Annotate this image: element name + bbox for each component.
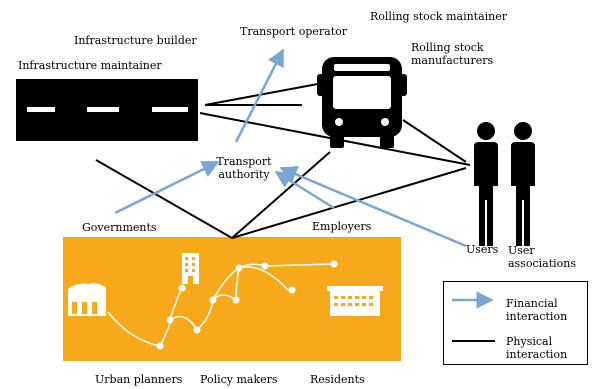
label-rolling-stock-manufacturers-line2: manufacturers: [411, 54, 494, 67]
label-urban-planners: Urban planners: [95, 373, 183, 386]
label-user-associations-line2: associations: [508, 257, 576, 270]
label-governments: Governments: [82, 221, 157, 234]
legend-financial-label-line1: Financial: [506, 297, 558, 310]
label-rolling-stock-manufacturers-line1: Rolling stock: [411, 41, 484, 54]
legend-financial-label-line2: interaction: [506, 310, 568, 323]
label-transport-authority-line2: authority: [218, 168, 270, 181]
label-user-associations-line1: User: [508, 244, 535, 257]
label-rolling-stock-maintainer: Rolling stock maintainer: [370, 10, 508, 23]
building-tower-icon: [182, 253, 199, 284]
warehouse-icon: [68, 283, 106, 316]
label-policy-makers: Policy makers: [200, 373, 278, 386]
road-icon: [16, 79, 198, 141]
long-building-icon: [327, 286, 383, 316]
label-transport-authority-line1: Transport: [216, 155, 272, 168]
physical-interaction-lines: [95, 82, 471, 239]
label-infrastructure-maintainer: Infrastructure maintainer: [18, 59, 162, 72]
legend-physical-label-line2: interaction: [506, 348, 568, 361]
network-nodes: [156, 260, 338, 350]
bus-icon: [317, 57, 407, 148]
legend-physical-label-line1: Physical: [506, 335, 553, 348]
label-users: Users: [466, 243, 499, 256]
label-transport-operator: Transport operator: [240, 25, 348, 38]
label-infrastructure-builder: Infrastructure builder: [74, 34, 197, 47]
legend: [443, 281, 588, 365]
label-employers: Employers: [312, 220, 372, 233]
label-residents: Residents: [310, 373, 365, 386]
financial-interaction-arrows: [114, 48, 467, 248]
people-icon: [474, 122, 535, 246]
